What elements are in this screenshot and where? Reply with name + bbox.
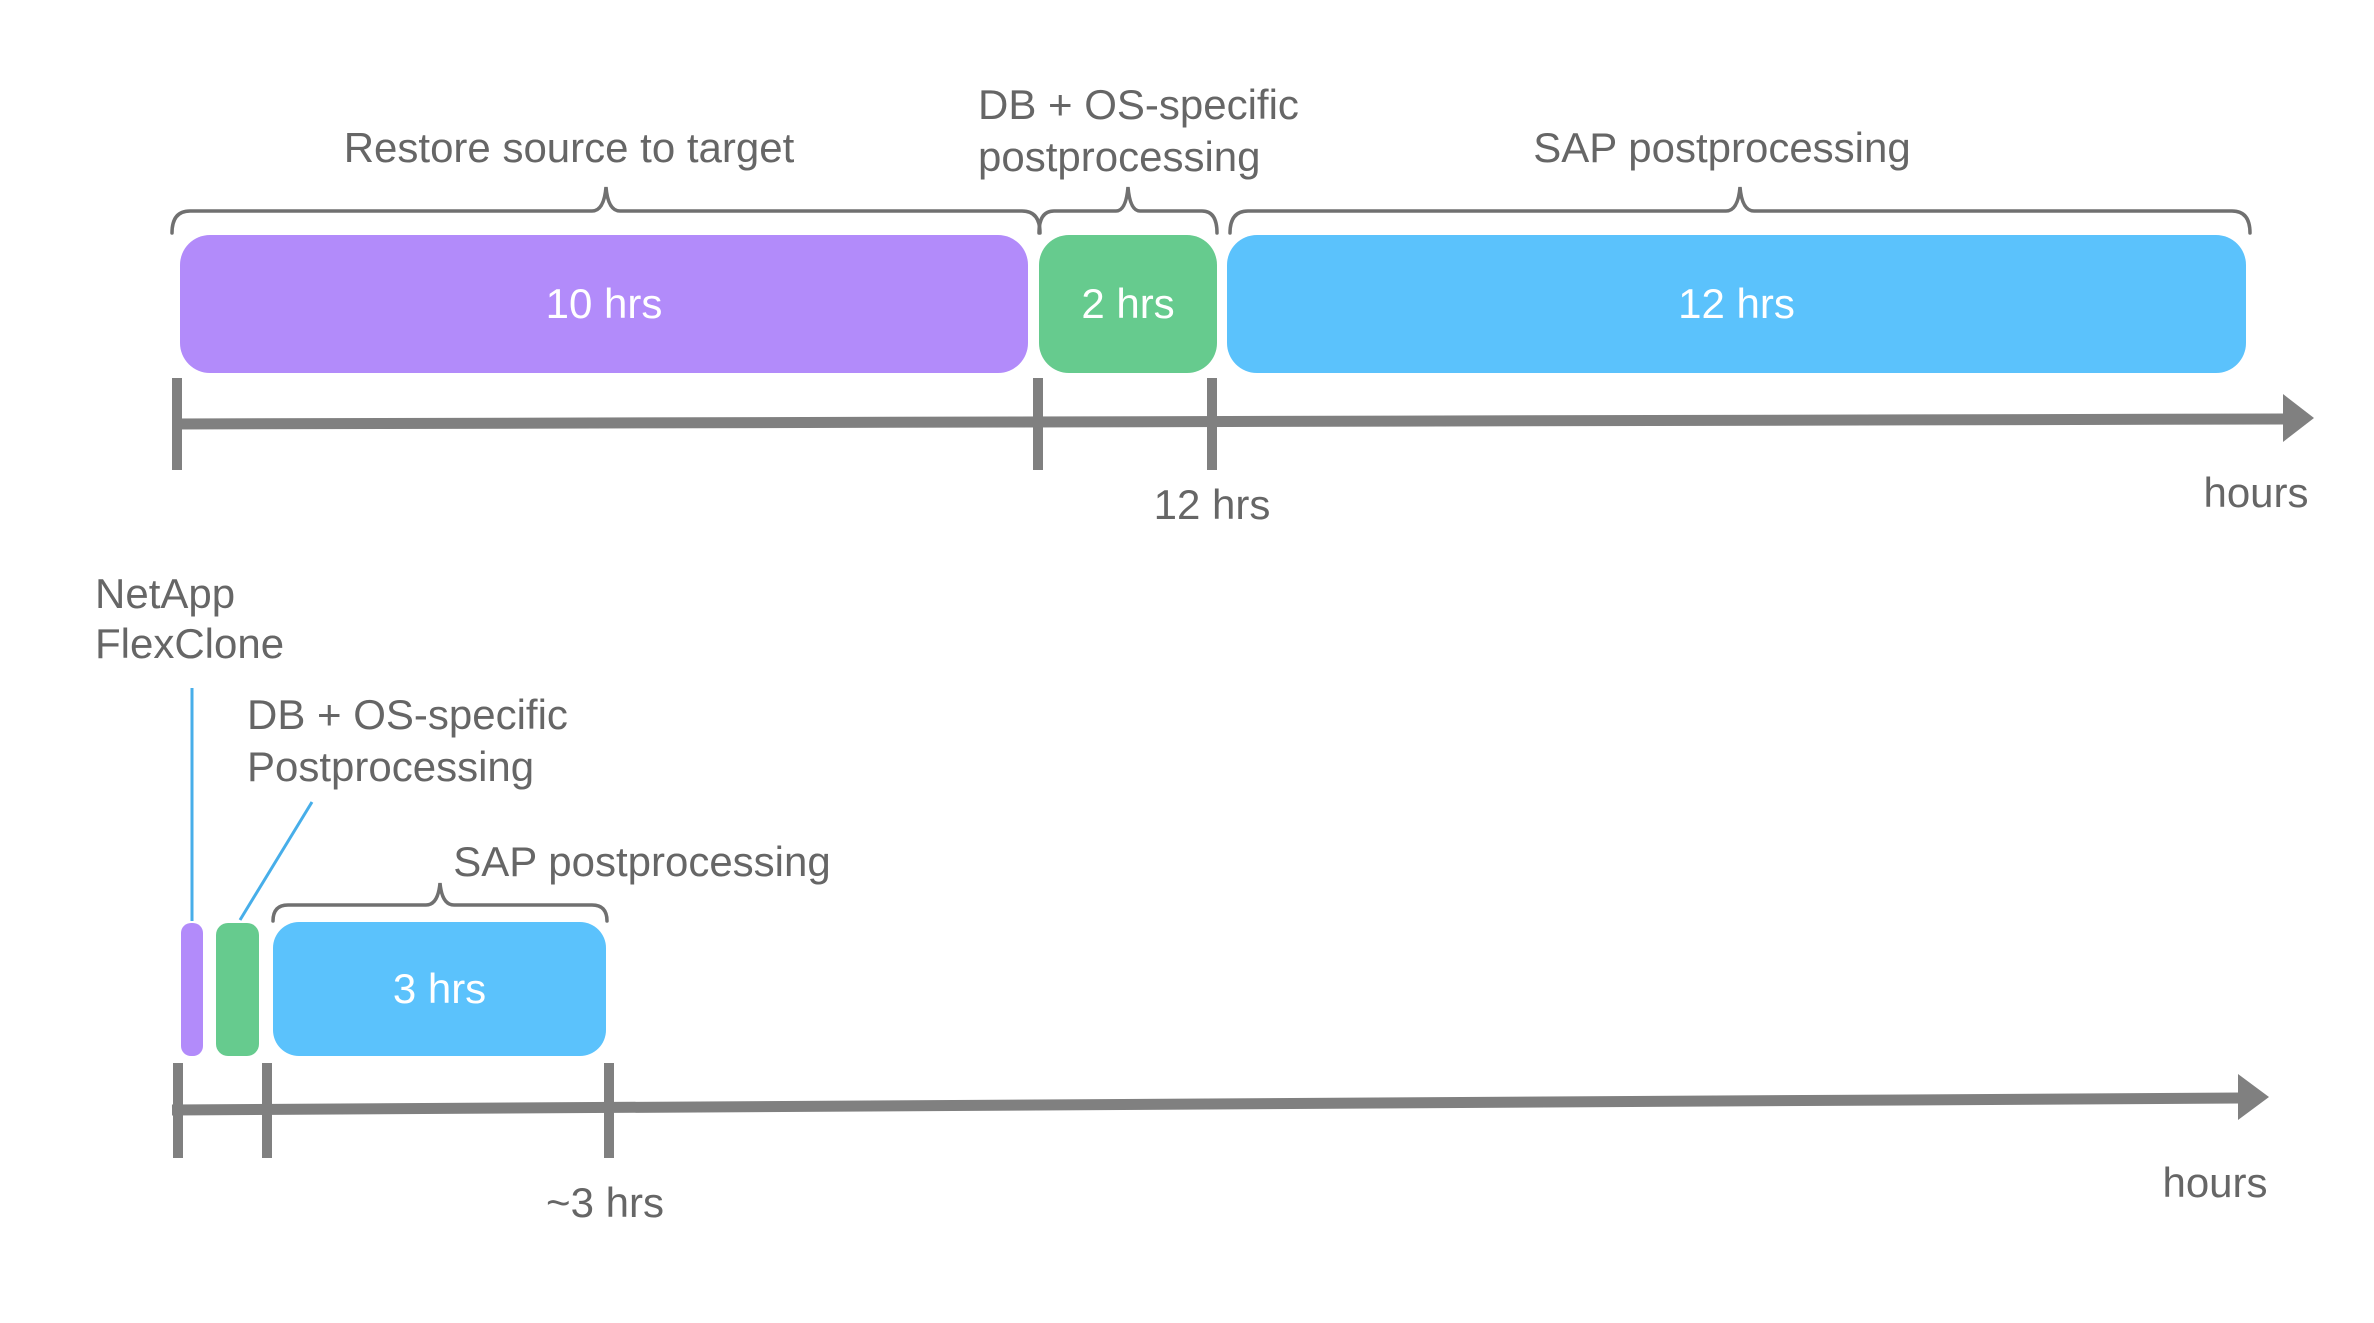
bottom-sap-label: SAP postprocessing (453, 838, 831, 885)
top-axis-12h-tick-label: 12 hrs (1153, 481, 1271, 528)
top-sap-label: SAP postprocessing (1533, 124, 1911, 171)
top-bar-restore-duration: 10 hrs (545, 280, 663, 327)
top-bar-restore: 10 hrs (180, 235, 1028, 373)
bottom-bar-db-os (216, 923, 259, 1056)
bottom-db-os-label-line2: Postprocessing (247, 743, 535, 790)
bottom-bar-sap: 3 hrs (273, 922, 606, 1056)
bottom-axis-line (171, 1092, 2242, 1116)
top-bar-sap: 12 hrs (1227, 235, 2246, 373)
top-db-os-label-line2: postprocessing (978, 133, 1261, 180)
bottom-bar-netapp-flexclone (181, 923, 203, 1056)
top-db-os-label: DB + OS-specific postprocessing (978, 79, 1299, 183)
top-axis-arrowhead-icon (2283, 394, 2314, 442)
bottom-netapp-flexclone-label: NetApp FlexClone (95, 569, 284, 669)
bottom-axis-arrowhead-icon (2238, 1074, 2269, 1120)
top-axis-line (171, 413, 2287, 430)
db-os-callout-line (238, 801, 314, 921)
top-restore-label: Restore source to target (343, 124, 795, 171)
bottom-bar-sap-duration: 3 hrs (392, 965, 487, 1012)
top-bar-db-os: 2 hrs (1039, 235, 1217, 373)
top-restore-brace (170, 186, 1042, 235)
top-axis-unit-label: hours (2203, 469, 2309, 516)
top-db-os-brace (1037, 186, 1219, 235)
bottom-db-os-label-line1: DB + OS-specific (247, 691, 568, 738)
top-db-os-label-line1: DB + OS-specific (978, 81, 1299, 128)
bottom-netapp-label-line1: NetApp (95, 570, 236, 617)
bottom-axis-unit-label: hours (2162, 1159, 2268, 1206)
top-bar-sap-duration: 12 hrs (1678, 280, 1795, 327)
top-bar-db-os-duration: 2 hrs (1081, 280, 1175, 327)
bottom-db-os-label: DB + OS-specific Postprocessing (247, 689, 568, 793)
top-sap-brace (1228, 186, 2252, 235)
bottom-sap-brace (271, 882, 609, 923)
bottom-axis-3h-tick-label: ~3 hrs (546, 1179, 664, 1226)
bottom-netapp-label-line2: FlexClone (95, 620, 285, 667)
